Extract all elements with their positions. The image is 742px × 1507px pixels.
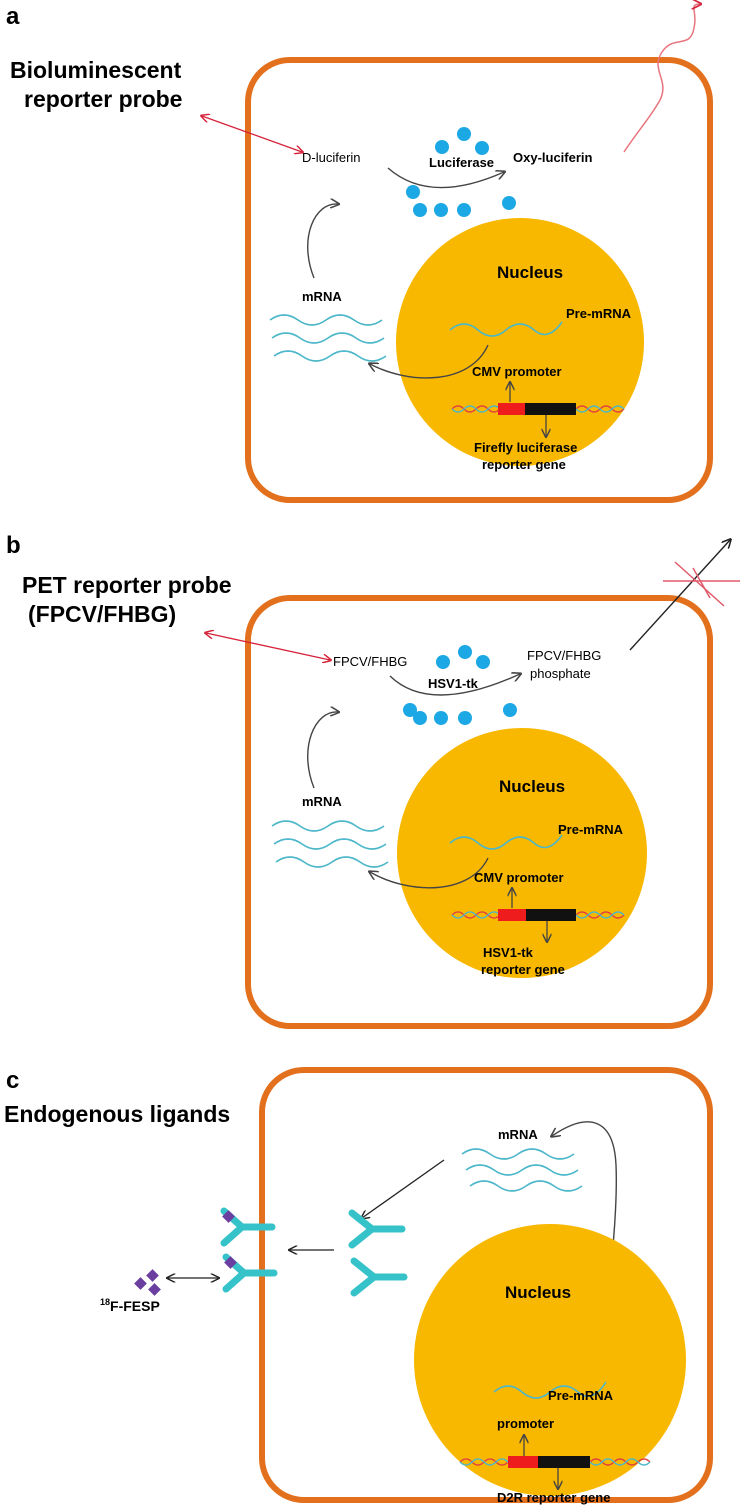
gene-label-a-line2: reporter gene xyxy=(482,457,566,472)
panel-c-letter: c xyxy=(6,1067,19,1094)
nucleus-label-c: Nucleus xyxy=(505,1283,571,1302)
reporter-gene-region-c xyxy=(538,1456,590,1468)
panel-b-probe-title-line1: PET reporter probe xyxy=(22,572,232,598)
membrane-receptors xyxy=(220,1207,278,1293)
mrna-export-arrow-b xyxy=(370,857,489,889)
pre-mrna-label-b: Pre-mRNA xyxy=(558,822,624,837)
panel-b-letter: b xyxy=(6,532,21,559)
nucleus-label-b: Nucleus xyxy=(499,777,565,796)
enzyme-label-a: Luciferase xyxy=(429,155,494,170)
panel-a-probe-title-line2: reporter probe xyxy=(24,86,182,112)
receptor-intracellular-1 xyxy=(348,1209,406,1249)
enzymatic-reaction-arrow-b xyxy=(389,674,520,696)
pre-mrna-wave-c xyxy=(493,1381,607,1399)
receptor-synthesis-arrow xyxy=(362,1159,445,1218)
hsv1-tk-enzyme-dots xyxy=(403,645,517,725)
mrna-export-arrow-a xyxy=(370,344,489,379)
pre-mrna-wave-a xyxy=(449,321,563,337)
mrna-label-c: mRNA xyxy=(498,1127,538,1142)
promoter-label-b: CMV promoter xyxy=(474,870,564,885)
pre-mrna-label-a: Pre-mRNA xyxy=(566,306,632,321)
promoter-label-c: promoter xyxy=(497,1416,554,1431)
light-emission-squiggle xyxy=(623,4,700,153)
promoter-region-a xyxy=(498,403,525,415)
dna-strand-c xyxy=(459,1456,651,1468)
promoter-label-a: CMV promoter xyxy=(472,364,562,379)
gene-label-a-line1: Firefly luciferase xyxy=(474,440,577,455)
nucleus-a xyxy=(396,218,644,466)
free-ligand-fesp xyxy=(134,1269,161,1296)
receptor-intracellular-2 xyxy=(350,1257,408,1297)
panel-a: a Bioluminescent reporter probe D-lucife… xyxy=(6,3,713,503)
reporter-gene-region-a xyxy=(525,403,576,415)
mrna-waves-c xyxy=(461,1148,583,1192)
promoter-region-b xyxy=(498,909,526,921)
gene-label-c: D2R reporter gene xyxy=(497,1490,610,1505)
substrate-label-b: FPCV/FHBG xyxy=(333,654,407,669)
dna-strand-b xyxy=(451,909,625,921)
probe-delivery-arrow-a xyxy=(202,116,302,152)
luciferase-enzyme-dots xyxy=(406,127,516,217)
product-label-b-line1: FPCV/FHBG xyxy=(527,648,601,663)
nucleus-b xyxy=(397,728,647,978)
panel-a-probe-title-line1: Bioluminescent xyxy=(10,57,182,83)
cell-membrane-a xyxy=(245,57,713,503)
mrna-label-a: mRNA xyxy=(302,289,342,304)
promoter-region-c xyxy=(508,1456,538,1468)
panel-c-title: Endogenous ligands xyxy=(4,1101,230,1127)
fesp-ligand-label: 18F-FESP xyxy=(100,1297,160,1314)
mrna-waves-b xyxy=(271,820,389,868)
fesp-ligand-name: F-FESP xyxy=(110,1298,160,1314)
fesp-isotope-superscript: 18 xyxy=(100,1297,110,1307)
pre-mrna-wave-b xyxy=(449,834,563,850)
translation-arrow-a xyxy=(307,204,338,279)
dna-strand-a xyxy=(451,403,625,415)
gene-label-b-line1: HSV1-tk xyxy=(483,945,534,960)
product-label-a: Oxy-luciferin xyxy=(513,150,593,165)
annihilation-cross xyxy=(663,561,740,607)
enzyme-label-b: HSV1-tk xyxy=(428,676,479,691)
panel-b: b PET reporter probe (FPCV/FHBG) FPCV/FH… xyxy=(6,532,740,1029)
translation-arrow-b xyxy=(307,712,338,789)
probe-delivery-arrow-b xyxy=(206,633,330,660)
positron-emission-arrow xyxy=(629,540,730,651)
cell-membrane-c xyxy=(259,1067,713,1503)
product-label-b-line2: phosphate xyxy=(530,666,591,681)
cell-membrane-b xyxy=(245,595,713,1029)
panel-a-letter: a xyxy=(6,3,20,30)
substrate-label-a: D-luciferin xyxy=(302,150,361,165)
enzymatic-reaction-arrow-a xyxy=(387,167,504,189)
panel-b-probe-title-line2: (FPCV/FHBG) xyxy=(28,601,176,627)
gene-label-b-line2: reporter gene xyxy=(481,962,565,977)
mrna-label-b: mRNA xyxy=(302,794,342,809)
panel-c: c Endogenous ligands mRNA xyxy=(4,1067,713,1505)
nucleus-label-a: Nucleus xyxy=(497,263,563,282)
intracellular-receptors xyxy=(348,1209,408,1297)
reporter-gene-region-b xyxy=(526,909,576,921)
pre-mrna-label-c: Pre-mRNA xyxy=(548,1388,614,1403)
nucleus-c xyxy=(414,1224,686,1496)
mrna-waves-a xyxy=(269,314,387,362)
